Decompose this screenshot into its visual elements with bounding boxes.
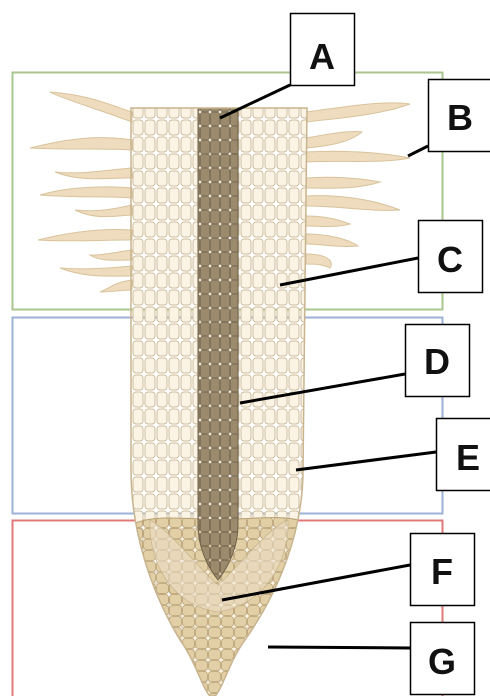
label-f: F xyxy=(431,551,453,592)
label-box-a: A xyxy=(291,14,355,86)
root-body xyxy=(125,100,315,696)
label-d: D xyxy=(424,341,450,382)
label-g: G xyxy=(428,641,456,682)
label-box-e: E xyxy=(437,419,490,491)
label-box-g: G xyxy=(411,623,475,695)
label-a: A xyxy=(309,36,335,77)
label-c: C xyxy=(437,239,463,280)
label-box-d: D xyxy=(406,325,470,397)
label-box-b: B xyxy=(429,80,490,152)
label-box-c: C xyxy=(419,221,483,293)
label-box-f: F xyxy=(411,534,475,606)
root-hairs-left xyxy=(30,92,132,292)
label-e: E xyxy=(456,437,480,478)
label-b: B xyxy=(447,97,473,138)
vascular-cylinder xyxy=(198,108,238,580)
root-hairs-right xyxy=(306,103,410,268)
